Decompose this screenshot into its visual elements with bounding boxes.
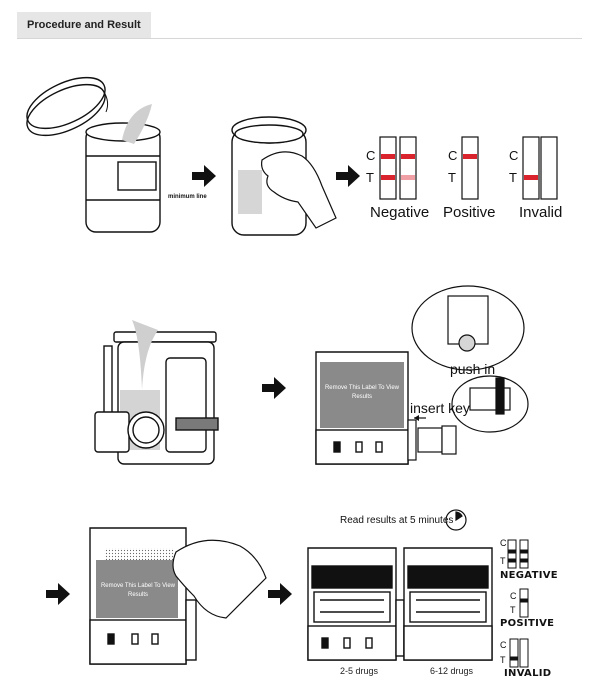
urine-stream-icon	[122, 104, 152, 144]
cup-result-right-icon	[403, 547, 493, 661]
test-cup-icon	[94, 331, 219, 465]
c-label: C	[366, 148, 376, 163]
minimum-line-label: minimum line	[168, 194, 207, 200]
negative-label: Negative	[370, 204, 430, 221]
insert-key-label: insert key	[410, 400, 470, 416]
row3-negative-strips	[507, 539, 529, 569]
c-label: C	[509, 148, 519, 163]
cup-front-icon	[315, 351, 409, 465]
caption-2-5-drugs: 2-5 drugs	[340, 666, 379, 676]
arrow-head-icon	[414, 415, 419, 421]
tab-divider	[17, 38, 582, 39]
c-label: C	[510, 591, 517, 601]
remove-label-text: Remove This Label To View Results	[324, 385, 400, 400]
invalid-label: Invalid	[519, 204, 563, 221]
cup-result-left-icon	[307, 547, 405, 661]
zoom-circle-top-icon	[411, 285, 525, 371]
row3-invalid-strips	[509, 638, 529, 668]
positive-label: Positive	[443, 204, 496, 221]
c-label: C	[448, 148, 458, 163]
arrow-rotate-icon	[103, 91, 109, 113]
arrow-right-icon	[262, 377, 286, 399]
t-label: T	[500, 655, 506, 665]
section-tab[interactable]: Procedure and Result	[17, 12, 151, 38]
arrow-right-icon	[192, 165, 216, 187]
invalid-strips	[522, 136, 558, 200]
arrow-right-icon	[268, 583, 292, 605]
t-label: T	[366, 170, 374, 185]
row3-positive-strip	[519, 588, 529, 618]
positive-strip	[461, 136, 479, 200]
zoom-circle-bottom-icon	[451, 375, 529, 433]
positive-caption: POSITIVE	[500, 618, 555, 629]
c-label: C	[500, 538, 507, 548]
key-icon	[407, 419, 457, 461]
invalid-caption: INVALID	[504, 668, 552, 679]
arrow-right-icon	[336, 165, 360, 187]
liquid-stream-icon	[132, 320, 158, 390]
t-label: T	[509, 170, 517, 185]
caption-6-12-drugs: 6-12 drugs	[430, 666, 474, 676]
t-label: T	[510, 605, 516, 615]
hand-icon	[261, 151, 337, 229]
c-label: C	[500, 640, 507, 650]
arrow-right-icon	[46, 583, 70, 605]
negative-strips	[379, 136, 417, 200]
cup-peel-icon	[89, 527, 197, 665]
hand-peel-icon	[172, 539, 267, 619]
clock-icon	[445, 509, 467, 531]
read-results-label: Read results at 5 minutes	[340, 515, 454, 526]
t-label: T	[448, 170, 456, 185]
t-label: T	[500, 556, 506, 566]
remove-label-text: Remove This Label To View Results	[100, 583, 176, 598]
push-in-label: push in	[450, 361, 496, 377]
negative-caption: NEGATIVE	[500, 570, 558, 581]
